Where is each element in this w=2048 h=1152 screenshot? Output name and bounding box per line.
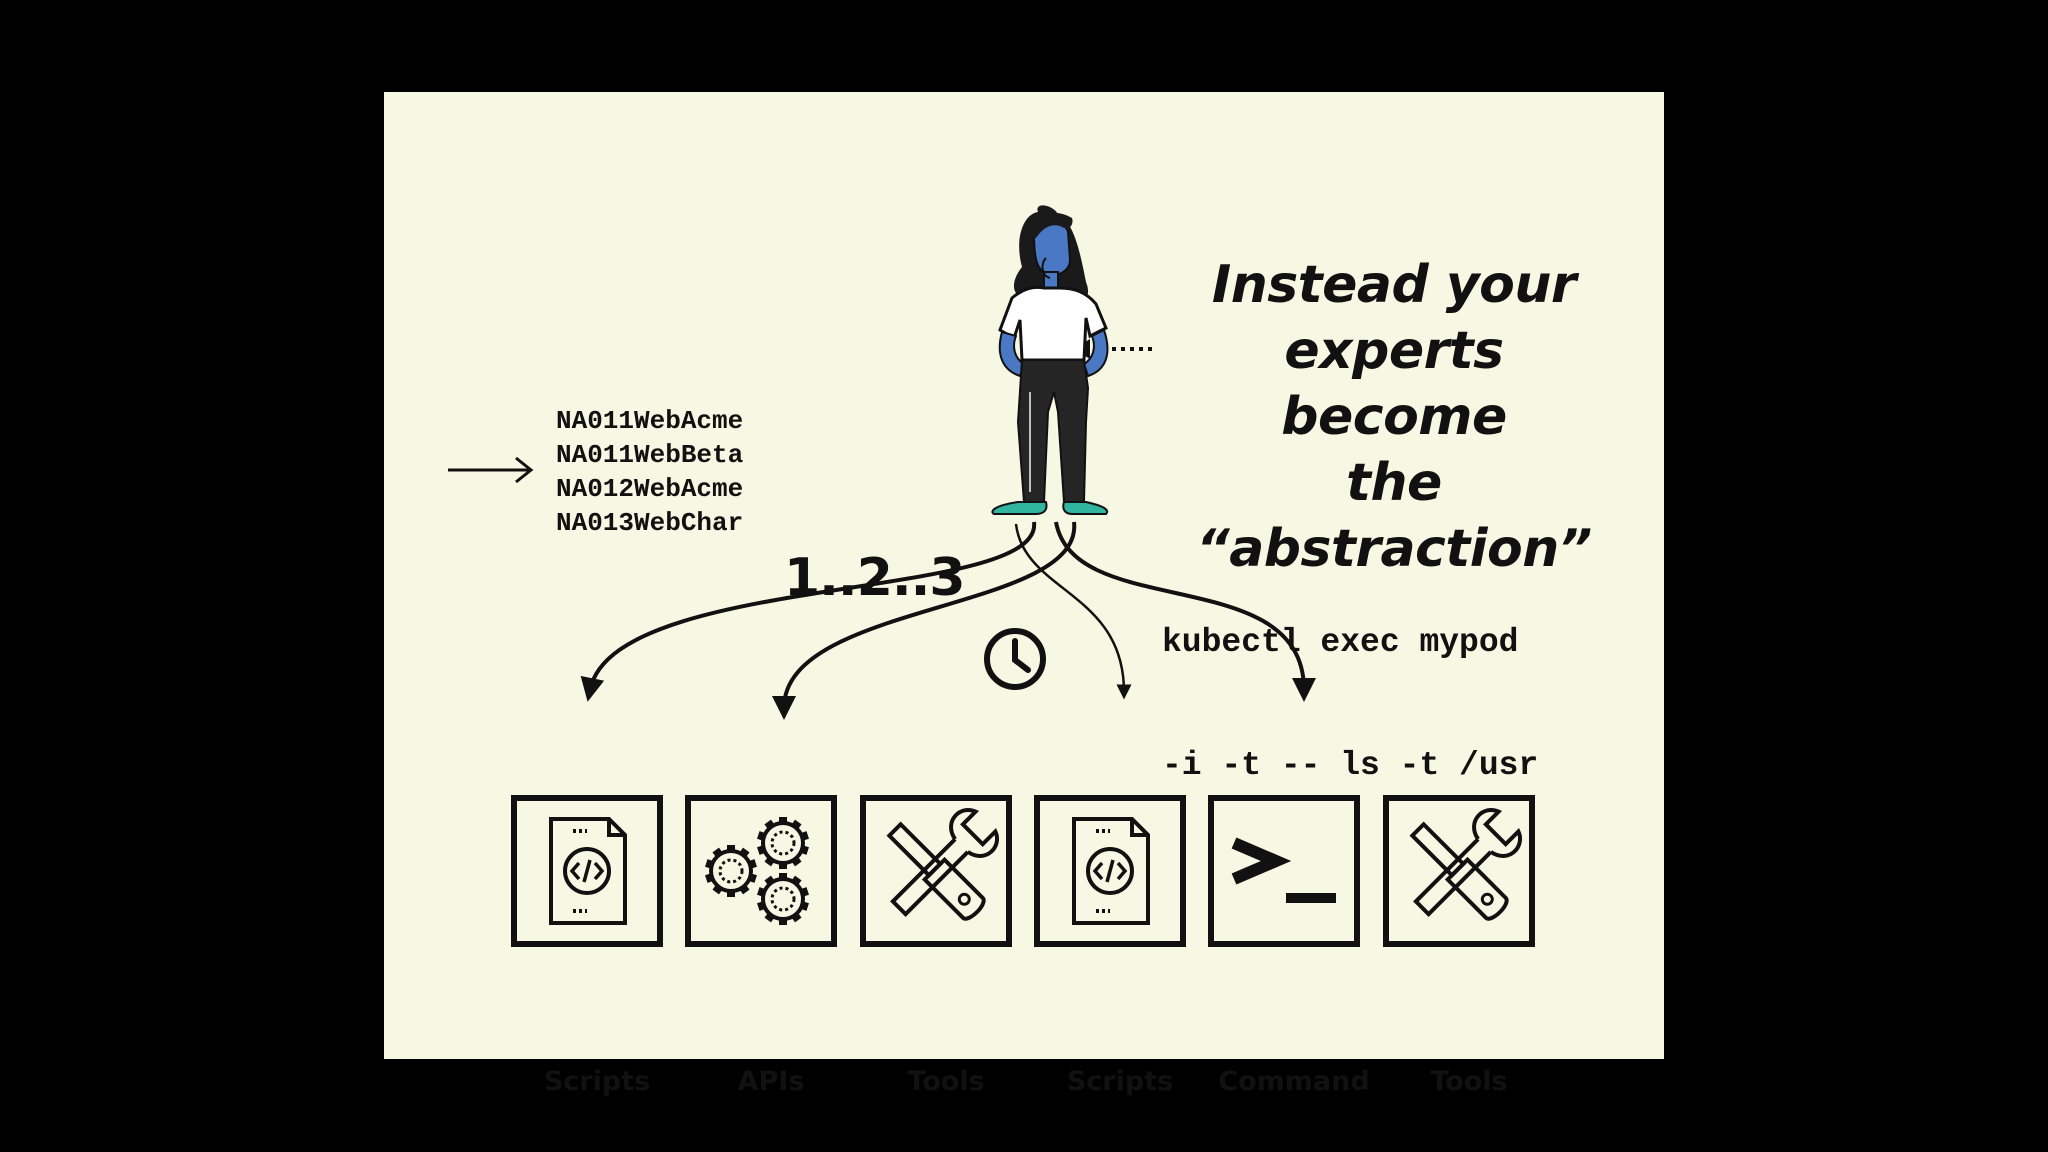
tool-box: [1383, 795, 1535, 947]
tool-box-frame: [860, 795, 1012, 947]
command-line-1: kubectl exec mypod: [1162, 624, 1519, 661]
tool-box-frame: [511, 795, 663, 947]
tool-box-frame: [1208, 795, 1360, 947]
headline-line-1: Instead your: [1211, 255, 1577, 315]
tool-box: [1034, 795, 1186, 947]
tool-box: [685, 795, 837, 947]
tool-boxes: [511, 795, 1535, 947]
steps-label: 1..2..3: [784, 548, 966, 608]
headline-line-3: the “abstraction”: [1196, 453, 1592, 579]
box-label: Tools: [907, 1066, 985, 1097]
wrench-screwdriver-icon: [1409, 808, 1522, 921]
tool-box: [860, 795, 1012, 947]
box-label: APIs: [737, 1066, 805, 1097]
server-name: NA013WebChar: [556, 508, 744, 538]
server-name: NA011WebBeta: [556, 440, 744, 470]
box-label: Scripts: [543, 1066, 651, 1097]
tool-box: [511, 795, 663, 947]
box-label: Scripts: [1066, 1066, 1174, 1097]
tool-box-frame: [1383, 795, 1535, 947]
headline-line-2: experts become: [1281, 321, 1507, 447]
slide: Instead your experts become the “abstrac…: [384, 92, 1664, 1097]
server-name: NA011WebAcme: [556, 406, 744, 436]
box-label: Tools: [1430, 1066, 1508, 1097]
script-file-icon: [1072, 817, 1150, 925]
tool-box: [1208, 795, 1360, 947]
server-list-arrow: [448, 456, 534, 484]
headline: Instead your experts become the “abstrac…: [1164, 252, 1624, 582]
tool-box-frame: [685, 795, 837, 947]
tool-box-frame: [1034, 795, 1186, 947]
command-line-2: -i -t -- ls -t /usr: [1162, 747, 1539, 784]
script-file-icon: [549, 817, 627, 925]
flow-arrows: [580, 521, 1316, 720]
kubectl-command: kubectl exec mypod -i -t -- ls -t /usr: [1162, 540, 1538, 868]
clock-icon: [984, 628, 1046, 690]
box-label: Command: [1218, 1066, 1370, 1097]
terminal-prompt-icon: [1231, 837, 1336, 903]
expert-person-illustration: [991, 205, 1109, 515]
wrench-screwdriver-icon: [886, 808, 999, 921]
server-list: NA011WebAcme NA011WebBeta NA012WebAcme N…: [556, 404, 743, 540]
gears-icon: [705, 817, 809, 925]
server-name: NA012WebAcme: [556, 474, 744, 504]
